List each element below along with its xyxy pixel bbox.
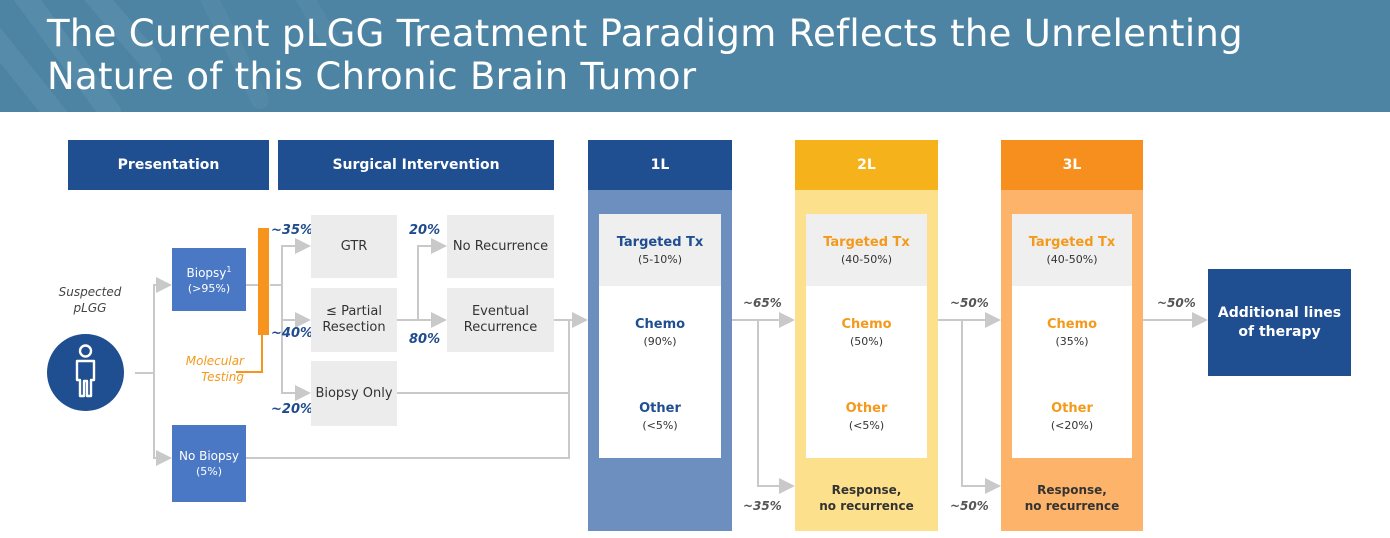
l3-chemo-label: Chemo — [1046, 316, 1098, 332]
l2-other-label: Other — [845, 400, 888, 416]
to-3l-pct: ~50% — [950, 296, 989, 310]
l1-other-cell: Other (<5%) — [599, 380, 721, 452]
patient-circle — [47, 334, 124, 411]
person-icon — [75, 344, 96, 398]
l1-other-label: Other — [639, 400, 681, 416]
l3-chemo-cell: Chemo (35%) — [1012, 296, 1132, 368]
additional-lines-box: Additional lines of therapy — [1208, 269, 1351, 376]
l1-targeted-label: Targeted Tx — [616, 234, 704, 250]
biopsy-footnote: 1 — [226, 265, 232, 274]
l3-targeted-cell: Targeted Tx (40-50%) — [1012, 214, 1132, 286]
molecular-testing-label: Molecular Testing — [172, 351, 244, 387]
biopsy-only-box: Biopsy Only — [311, 361, 397, 426]
gtr-label: GTR — [340, 239, 368, 254]
partial-line2: Resection — [322, 320, 386, 335]
l3-resp-line1: Response, — [1037, 483, 1107, 497]
eventual-recurrence-box: Eventual Recurrence — [447, 288, 554, 352]
l2-resp-line1: Response, — [831, 483, 902, 497]
l2-chemo-pct: (50%) — [849, 334, 884, 348]
biopsy-label: Biopsy — [186, 266, 227, 280]
biopsy-pct: (>95%) — [187, 282, 231, 295]
l3-other-label: Other — [1051, 400, 1093, 416]
l2-chemo-label: Chemo — [841, 316, 892, 332]
header-3l: 3L — [1001, 140, 1143, 190]
eventual-line1: Eventual — [471, 304, 530, 319]
partial-pct: ~40% — [271, 326, 314, 341]
page-title: The Current pLGG Treatment Paradigm Refl… — [47, 12, 1367, 98]
partial-resection-box: ≤ Partial Resection — [311, 288, 397, 352]
l3-targeted-pct: (40-50%) — [1046, 252, 1098, 266]
patient-label: Suspected pLGG — [40, 283, 140, 317]
l2-targeted-pct: (40-50%) — [841, 252, 892, 266]
no-recurrence-box: No Recurrence — [447, 215, 554, 278]
to-additional-pct: ~50% — [1157, 296, 1196, 310]
molecular-testing-bar — [258, 228, 269, 335]
l3-other-cell: Other (<20%) — [1012, 380, 1132, 452]
no-biopsy-label: No Biopsy — [178, 448, 239, 463]
l2-resp-line2: no recurrence — [819, 499, 914, 513]
response-1l-pct: ~35% — [743, 499, 782, 513]
header-2l: 2L — [795, 140, 938, 190]
l3-response-label: Response, no recurrence — [1006, 482, 1138, 514]
l2-targeted-label: Targeted Tx — [823, 234, 910, 250]
molecular-line2: Testing — [201, 370, 244, 384]
l1-chemo-cell: Chemo (90%) — [599, 296, 721, 368]
eventual-line2: Recurrence — [463, 320, 538, 335]
biopsy-box: Biopsy1 (>95%) — [172, 248, 246, 311]
biopsy-only-label: Biopsy Only — [315, 386, 393, 401]
header-surgical-intervention: Surgical Intervention — [278, 140, 554, 190]
no-biopsy-pct: (5%) — [195, 464, 223, 478]
title-banner: The Current pLGG Treatment Paradigm Refl… — [0, 0, 1390, 112]
eventual-pct: 80% — [409, 332, 441, 347]
molecular-line1: Molecular — [185, 354, 244, 368]
to-2l-pct: ~65% — [743, 296, 782, 310]
no-recurrence-pct: 20% — [409, 223, 441, 238]
l1-targeted-pct: (5-10%) — [638, 252, 682, 266]
l2-other-cell: Other (<5%) — [806, 380, 927, 452]
l1-chemo-label: Chemo — [634, 316, 686, 332]
l1-other-pct: (<5%) — [642, 418, 678, 432]
patient-label-line2: pLGG — [73, 301, 107, 315]
page-title-line2: Nature of this Chronic Brain Tumor — [47, 55, 697, 98]
l3-resp-line2: no recurrence — [1024, 499, 1120, 513]
l3-other-pct: (<20%) — [1050, 418, 1094, 432]
additional-line2: of therapy — [1238, 323, 1321, 340]
no-biopsy-box: No Biopsy (5%) — [172, 425, 246, 502]
l2-chemo-cell: Chemo (50%) — [806, 296, 927, 368]
l1-chemo-pct: (90%) — [643, 334, 677, 348]
additional-line1: Additional lines — [1217, 304, 1342, 321]
l2-other-pct: (<5%) — [848, 418, 885, 432]
header-1l: 1L — [588, 140, 732, 190]
gtr-pct: ~35% — [271, 223, 314, 238]
banner-decoration — [0, 0, 339, 112]
l2-targeted-cell: Targeted Tx (40-50%) — [806, 214, 927, 286]
page-title-line1: The Current pLGG Treatment Paradigm Refl… — [47, 12, 1243, 55]
patient-label-line1: Suspected — [58, 285, 122, 299]
gtr-box: GTR — [311, 215, 397, 278]
no-recurrence-label: No Recurrence — [452, 239, 549, 254]
l3-chemo-pct: (35%) — [1055, 334, 1089, 348]
l2-response-label: Response, no recurrence — [800, 482, 933, 514]
l3-targeted-label: Targeted Tx — [1028, 234, 1116, 250]
biopsy-only-pct: ~20% — [271, 402, 314, 417]
response-2l-pct: ~50% — [950, 499, 989, 513]
header-presentation: Presentation — [68, 140, 269, 190]
partial-line1: ≤ Partial — [326, 304, 382, 319]
l1-targeted-cell: Targeted Tx (5-10%) — [599, 214, 721, 286]
